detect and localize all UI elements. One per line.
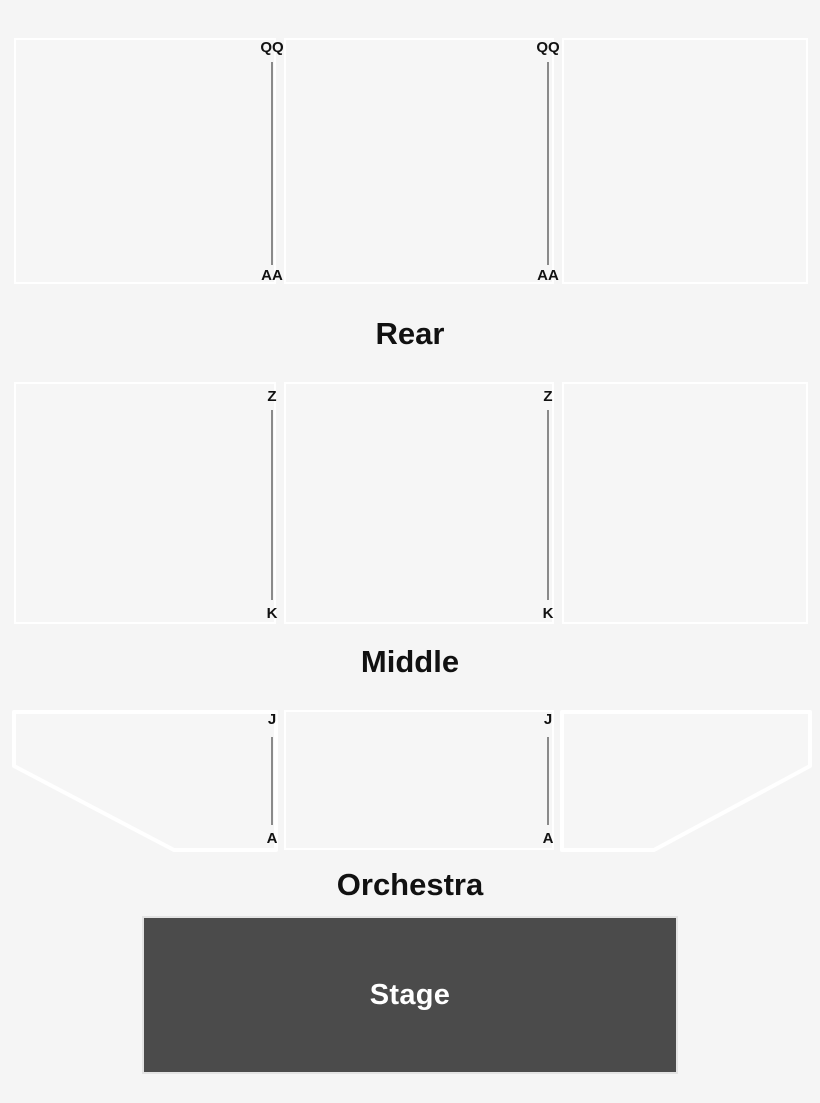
orchestra-left-wing-shape	[12, 710, 278, 852]
middle-center-block[interactable]	[284, 382, 554, 624]
orchestra-right-row-ruler	[547, 737, 549, 825]
rear-left-row-ruler	[271, 62, 273, 265]
middle-left-last-row-label: K	[266, 605, 278, 622]
rear-left-first-row-label: QQ	[260, 39, 284, 56]
orchestra-right-first-row-label: J	[543, 711, 553, 728]
orchestra-left-last-row-label: A	[266, 830, 278, 847]
middle-right-last-row-label: K	[542, 605, 554, 622]
middle-left-block[interactable]	[14, 382, 276, 624]
rear-right-block[interactable]	[562, 38, 808, 284]
middle-right-row-ruler	[547, 410, 549, 600]
middle-right-first-row-label: Z	[543, 388, 553, 405]
middle-left-row-ruler	[271, 410, 273, 600]
rear-left-last-row-label: AA	[261, 267, 283, 284]
middle-left-first-row-label: Z	[267, 388, 277, 405]
rear-right-first-row-label: QQ	[536, 39, 560, 56]
orchestra-left-row-ruler	[271, 737, 273, 825]
orchestra-left-first-row-label: J	[267, 711, 277, 728]
rear-center-block[interactable]	[284, 38, 554, 284]
middle-right-block[interactable]	[562, 382, 808, 624]
orchestra-right-last-row-label: A	[542, 830, 554, 847]
rear-right-row-ruler	[547, 62, 549, 265]
orchestra-center-block[interactable]	[284, 710, 554, 850]
rear-section-caption: Rear	[375, 316, 445, 351]
rear-right-last-row-label: AA	[537, 267, 559, 284]
middle-section-caption: Middle	[360, 644, 460, 679]
rear-left-block[interactable]	[14, 38, 276, 284]
orchestra-left-wing-block[interactable]	[10, 708, 280, 854]
orchestra-section-caption: Orchestra	[336, 867, 484, 902]
orchestra-right-wing-shape	[560, 710, 812, 852]
stage-label: Stage	[369, 978, 451, 1011]
stage-block[interactable]: Stage	[142, 916, 678, 1074]
orchestra-right-wing-block[interactable]	[558, 708, 814, 854]
